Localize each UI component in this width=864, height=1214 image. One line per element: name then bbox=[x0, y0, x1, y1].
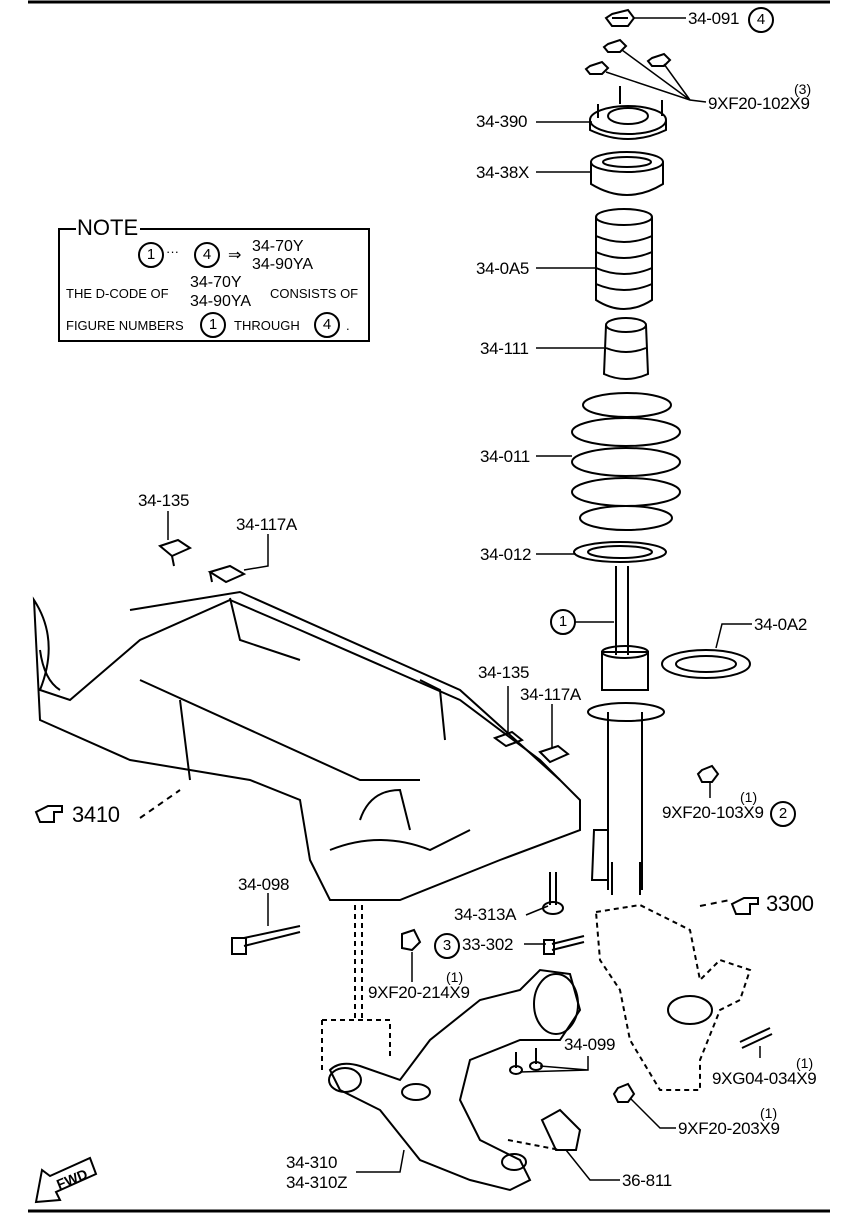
clip-34-135-a bbox=[157, 538, 193, 567]
lower-control-arm-part bbox=[328, 968, 582, 1192]
bump-stop-part bbox=[602, 317, 650, 380]
label-34-098: 34-098 bbox=[238, 875, 290, 894]
note-line3-b: THROUGH bbox=[234, 318, 300, 333]
bolt-34-098 bbox=[231, 925, 301, 955]
label-34-390: 34-390 bbox=[476, 112, 528, 131]
subframe-ref-arrow bbox=[139, 789, 181, 819]
strut-mount-part bbox=[589, 86, 667, 140]
circle-1-strut: 1 bbox=[550, 609, 576, 635]
steering-knuckle-part bbox=[594, 903, 752, 1091]
clip-34-135-b bbox=[492, 730, 524, 748]
circle-4-top: 4 bbox=[748, 7, 774, 33]
label-34-0a5: 34-0A5 bbox=[476, 259, 530, 278]
bolts-34-099 bbox=[509, 1048, 543, 1075]
qty-9xf20-203x9: (1) bbox=[760, 1105, 778, 1121]
label-34-011: 34-011 bbox=[480, 447, 530, 466]
leader-lines bbox=[167, 17, 761, 1181]
label-34-099: 34-099 bbox=[564, 1035, 616, 1054]
spring-seat-part bbox=[573, 541, 667, 563]
strut-assembly-part bbox=[587, 566, 665, 895]
note-code-2a: 34-90YA bbox=[252, 256, 314, 273]
knuckle-ref-arrow bbox=[699, 899, 731, 907]
label-9xf20-203x9: 9XF20-203X9 bbox=[678, 1119, 780, 1138]
clip-34-117a-b bbox=[538, 744, 570, 764]
label-34-012: 34-012 bbox=[480, 545, 532, 564]
shield-36-811 bbox=[540, 1108, 582, 1151]
note-circle-4: 4 bbox=[314, 312, 340, 338]
label-34-117a-b: 34-117A bbox=[520, 685, 581, 704]
nut-9xf20-203x9 bbox=[612, 1082, 636, 1103]
label-34-135-b: 34-135 bbox=[478, 663, 530, 682]
note-circle-1: 1 bbox=[200, 312, 226, 338]
guide-line-b bbox=[354, 905, 363, 1020]
qty-9xf20-103x9: (1) bbox=[740, 789, 758, 805]
dust-boot-part bbox=[595, 208, 653, 310]
label-9xf20-102x9: 9XF20-102X9 bbox=[708, 94, 810, 113]
label-34-091: 34-091 bbox=[688, 9, 740, 28]
ref-3300[interactable]: 3300 bbox=[766, 891, 814, 916]
guide-line-a bbox=[321, 1019, 391, 1070]
note-line2-a: THE D-CODE OF bbox=[66, 286, 169, 301]
circle-2: 2 bbox=[770, 801, 796, 827]
note-circle-start: 1 bbox=[138, 242, 164, 268]
top-nut-part bbox=[604, 8, 636, 27]
note-border-top-left bbox=[58, 228, 76, 230]
note-box bbox=[58, 228, 370, 342]
bolt-33-302 bbox=[543, 935, 585, 955]
label-9xf20-103x9: 9XF20-103X9 bbox=[662, 803, 764, 822]
label-33-302: 33-302 bbox=[462, 935, 514, 954]
qty-9xg04-034x9: (1) bbox=[796, 1055, 814, 1071]
note-code-1a: 34-70Y bbox=[252, 238, 304, 255]
bolt-34-313a bbox=[542, 872, 564, 915]
qty-9xf20-102x9: (3) bbox=[794, 81, 812, 97]
bearing-part bbox=[590, 151, 664, 196]
pointing-hand-icon-3410 bbox=[34, 805, 63, 823]
circle-3: 3 bbox=[434, 933, 460, 959]
label-9xg04-034x9: 9XG04-034X9 bbox=[712, 1069, 817, 1088]
label-34-117a-a: 34-117A bbox=[236, 515, 297, 534]
bolt-9xg04-034x9 bbox=[739, 1027, 773, 1049]
note-code-1b: 34-70Y bbox=[190, 274, 242, 291]
label-34-313a: 34-313A bbox=[454, 905, 517, 924]
note-line2-b: CONSISTS OF bbox=[270, 286, 359, 301]
subframe-part bbox=[32, 590, 581, 901]
label-36-811: 36-811 bbox=[622, 1171, 672, 1190]
label-34-0a2: 34-0A2 bbox=[754, 615, 808, 634]
fwd-arrow-icon bbox=[34, 1156, 98, 1204]
label-34-135-a: 34-135 bbox=[138, 491, 190, 510]
lower-seat-part bbox=[661, 649, 751, 679]
note-line3-a: FIGURE NUMBERS bbox=[66, 318, 184, 333]
label-34-111: 34-111 bbox=[480, 339, 529, 358]
label-34-310z: 34-310Z bbox=[286, 1173, 348, 1192]
note-dot: . bbox=[346, 318, 350, 333]
coil-spring-part bbox=[571, 392, 681, 531]
nut-9xf20-214x9 bbox=[401, 928, 422, 952]
note-range-sep: ··· bbox=[166, 244, 179, 259]
strut-nut-part bbox=[696, 764, 720, 783]
label-9xf20-214x9: 9XF20-214X9 bbox=[368, 983, 470, 1002]
label-34-310: 34-310 bbox=[286, 1153, 338, 1172]
note-title: NOTE bbox=[77, 215, 139, 240]
note-code-2b: 34-90YA bbox=[190, 293, 252, 310]
label-34-38x: 34-38X bbox=[476, 163, 530, 182]
note-circle-end: 4 bbox=[194, 242, 220, 268]
mount-nuts-part bbox=[584, 38, 672, 75]
qty-9xf20-214x9: (1) bbox=[446, 969, 464, 985]
clip-34-117a-a bbox=[207, 564, 247, 584]
note-border-top-right bbox=[140, 228, 368, 230]
note-arrow: ⇒ bbox=[228, 247, 242, 264]
pointing-hand-icon-3300 bbox=[730, 897, 759, 915]
ref-3410[interactable]: 3410 bbox=[72, 802, 120, 827]
